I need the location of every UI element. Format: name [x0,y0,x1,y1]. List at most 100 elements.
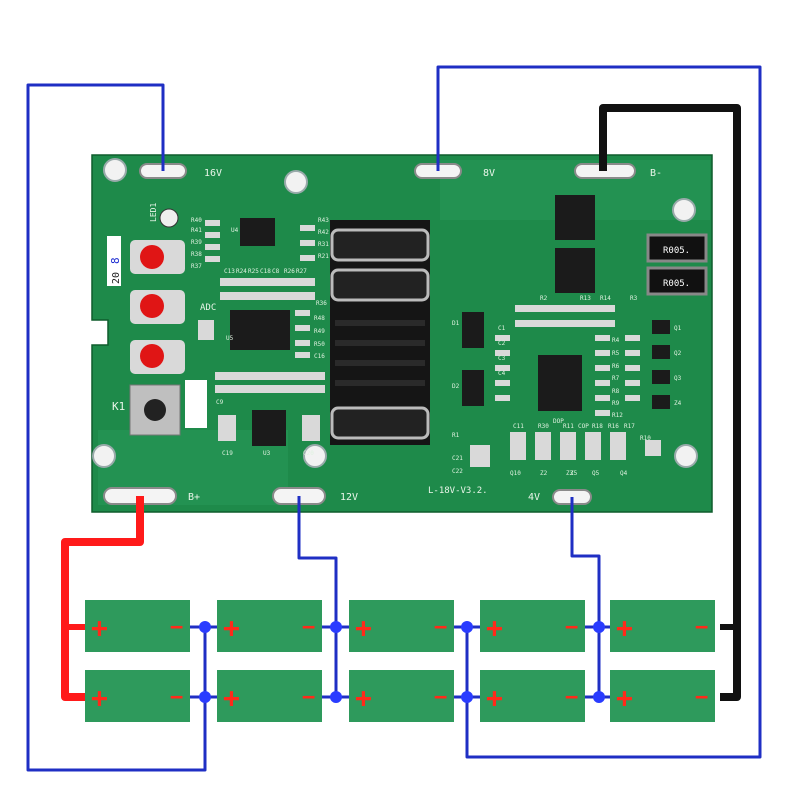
silkscreen-label: R36 [316,300,327,307]
cell: + − [85,600,190,652]
cell: + − [480,670,585,722]
silkscreen-label: Q5 [592,470,600,477]
silkscreen-label: R48 [314,315,325,322]
cell: + − [349,670,454,722]
wires [26,65,762,772]
pad-label-16v: 16V [204,168,222,179]
cell-minus-sign: − [434,615,447,640]
silkscreen-label: C3 [498,355,506,362]
silkscreen-label: DOP [553,418,564,425]
shunt-resistor-1-label: R005. [663,246,690,256]
wire-b-neg [599,104,741,701]
cell-minus-sign: − [302,615,315,640]
cell: + − [349,600,454,652]
silkscreen-label: Q2 [674,350,682,357]
silkscreen-label: Z3 [566,470,574,477]
silkscreen-label: R25 [248,268,259,275]
cell-plus-sign: + [223,611,240,644]
pad-label-b-pos: B+ [188,492,200,503]
silkscreen-label: R24 [236,268,247,275]
silkscreen-label: Z2 [540,470,548,477]
led-column [130,208,185,374]
wire-4v [570,497,601,627]
silkscreen-label: R17 [624,423,635,430]
cell-plus-sign: + [355,681,372,714]
silkscreen-label: R50 [314,341,325,348]
silkscreen-label: C1 [498,325,506,332]
silkscreen-label: R6 [612,363,620,370]
silkscreen-label: U5 [226,335,234,342]
date-sticker: 20 8 [107,236,122,286]
silkscreen-label: R5 [612,350,620,357]
silkscreen-label: R13 [580,295,591,302]
silkscreen-label: R12 [612,412,623,419]
cell-minus-sign: − [170,685,183,710]
silkscreen-label: R10 [640,435,651,442]
silkscreen-label: C16 [314,353,325,360]
cell-minus-sign: − [170,615,183,640]
cell-plus-sign: + [616,681,633,714]
silkscreen-label: R4 [612,337,620,344]
silkscreen-label: R38 [191,251,202,258]
cell: + − [610,670,715,722]
silkscreen-labels: R40 R41 R39 R38 R37 R43 R42 R31 R21 U4 U… [191,217,682,477]
silkscreen-label: R31 [318,241,329,248]
cell-minus-sign: − [565,615,578,640]
silkscreen-label: R41 [191,227,202,234]
cell-plus-sign: + [91,681,108,714]
cell-minus-sign: − [302,685,315,710]
pad-label-b-neg: B- [650,168,662,179]
silkscreen-label: C11 [513,423,524,430]
cell-plus-sign: + [355,611,372,644]
silkscreen-label: Q3 [674,375,682,382]
cell-plus-sign: + [486,681,503,714]
cell: + − [85,670,190,722]
silkscreen-label: R21 [318,253,329,260]
shunt-resistor-2-label: R005. [663,279,690,289]
cell-row-bottom: + − + − + − + − + − [85,670,715,722]
silkscreen-label: C21 [452,455,463,462]
silkscreen-label: R2 [540,295,548,302]
transistor-row [652,320,670,409]
silkscreen-label: C13 [224,268,235,275]
silkscreen-label: C19 [222,450,233,457]
cell: + − [217,670,322,722]
cell-plus-sign: + [486,611,503,644]
silkscreen-label: Q1 [674,325,682,332]
silkscreen-label: R18 [592,423,603,430]
silkscreen-label: R11 [563,423,574,430]
adc-label: ADC [200,303,216,313]
silkscreen-label: Q10 [510,470,521,477]
wire-12v [297,496,338,627]
cell: + − [217,600,322,652]
silkscreen-label: U3 [263,450,271,457]
silkscreen-label: C9 [216,399,224,406]
silkscreen-label: D2 [452,383,460,390]
smd-components [198,220,661,467]
junction-dots [199,621,605,703]
silkscreen-label: R37 [191,263,202,270]
silkscreen-label: R43 [318,217,329,224]
wire-16v [26,83,207,772]
board-version: L-18V-V3.2. [428,486,488,496]
silkscreen-label: Z5 [570,470,578,477]
silkscreen-label: C8 [272,268,280,275]
date-code-2: 8 [109,257,122,264]
silkscreen-label: Q4 [620,470,628,477]
wire-8v [436,65,762,759]
cell-row-top: + − + − + − + − + − [85,600,715,652]
silkscreen-label: R8 [612,388,620,395]
silkscreen-label: C20 [303,450,314,457]
silkscreen-label: Z4 [674,400,682,407]
silkscreen-label: D1 [452,320,460,327]
shunt-resistors [646,233,708,296]
cell-minus-sign: − [695,685,708,710]
heatsink [330,220,430,445]
cell-minus-sign: − [695,615,708,640]
silkscreen-label: U4 [231,227,239,234]
silkscreen-label: R7 [612,375,620,382]
cell: + − [610,600,715,652]
cell-plus-sign: + [91,611,108,644]
silkscreen-label: R3 [630,295,638,302]
